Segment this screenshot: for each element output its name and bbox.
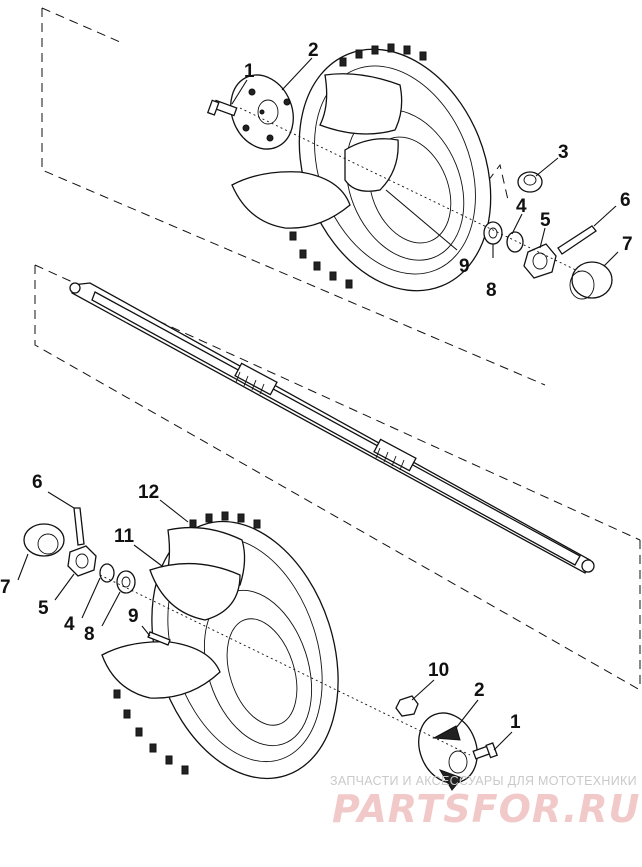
axle-spline-marks — [235, 371, 405, 471]
callout-top-1: 1 — [244, 61, 255, 82]
callouts-top: 1 2 3 4 5 6 7 8 9 — [244, 40, 633, 301]
top-hub — [230, 74, 294, 150]
top-castle-nut — [523, 243, 557, 279]
callout-bottom-8: 8 — [84, 624, 95, 645]
bottom-castle-nut — [67, 545, 97, 577]
callout-top-4: 4 — [516, 196, 527, 217]
top-bolt — [206, 99, 238, 117]
callout-bottom-5: 5 — [38, 598, 49, 619]
callout-bottom-6: 6 — [32, 472, 43, 493]
top-o-ring — [506, 231, 524, 253]
top-cotter-pin — [557, 225, 597, 255]
bottom-wheel-tire — [101, 511, 339, 780]
callout-bottom-4: 4 — [64, 614, 75, 635]
bottom-valve-stem — [147, 631, 171, 646]
watermark-tagline: ЗАПЧАСТИ И АКСЕССУАРЫ ДЛЯ МОТОТЕХНИКИ — [330, 774, 637, 788]
leader-lines — [17, 57, 619, 751]
callout-bottom-12: 12 — [138, 482, 159, 503]
watermark: ЗАПЧАСТИ И АКСЕССУАРЫ ДЛЯ МОТОТЕХНИКИ PA… — [330, 774, 640, 831]
callout-top-2: 2 — [308, 40, 319, 61]
callout-bottom-2: 2 — [474, 680, 485, 701]
top-cap-nut — [517, 171, 543, 193]
axle-dashed-boundary — [34, 264, 641, 691]
callout-bottom-1: 1 — [510, 712, 521, 733]
bottom-o-ring — [99, 563, 115, 583]
bottom-cotter-pin — [73, 507, 85, 546]
callout-bottom-7: 7 — [0, 577, 11, 598]
top-washer — [483, 221, 503, 245]
top-dust-cap — [569, 261, 613, 300]
callout-top-5: 5 — [540, 210, 551, 231]
callout-bottom-10: 10 — [428, 660, 449, 681]
axle-shaft — [69, 282, 595, 574]
bottom-washer — [116, 570, 136, 594]
bottom-hub — [418, 712, 478, 791]
callout-bottom-11: 11 — [114, 526, 135, 547]
top-wheel-tire — [231, 43, 492, 292]
callouts-bottom: 6 12 11 7 5 4 8 9 10 2 1 — [0, 472, 521, 733]
bottom-nut-10 — [395, 695, 419, 717]
callout-top-9: 9 — [459, 256, 470, 277]
callout-bottom-9: 9 — [128, 606, 139, 627]
top-tire-tread — [275, 43, 427, 289]
callout-top-8: 8 — [486, 280, 497, 301]
callout-top-7: 7 — [622, 234, 633, 255]
callout-top-3: 3 — [558, 142, 569, 163]
watermark-logo-text: PARTSFOR.RU — [332, 787, 640, 831]
callout-top-6: 6 — [620, 190, 631, 211]
bottom-dust-cap — [23, 523, 65, 557]
